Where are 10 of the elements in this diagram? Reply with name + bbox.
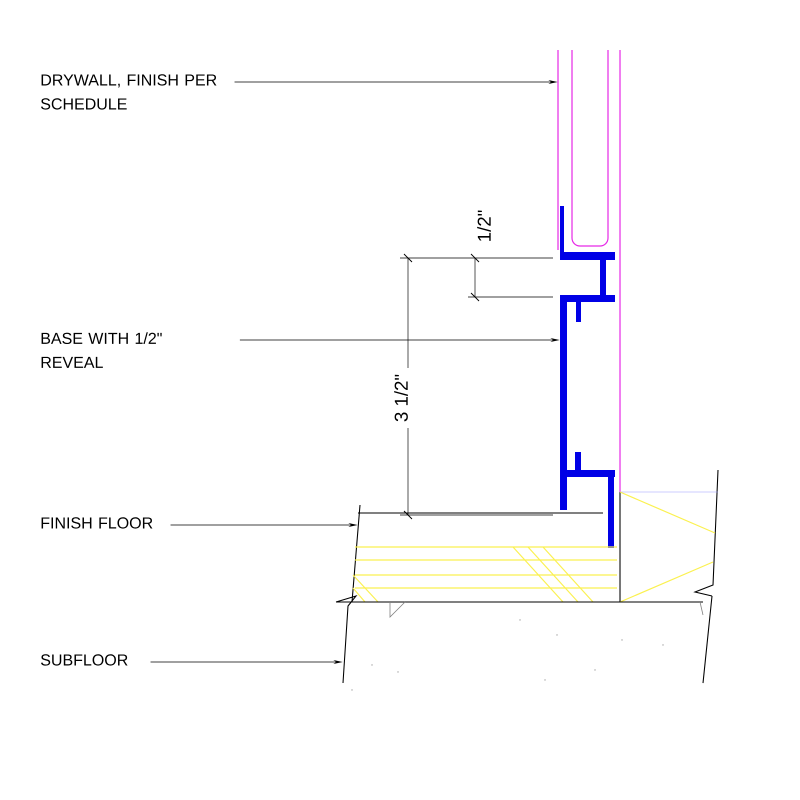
finish-floor-drawing — [351, 470, 719, 603]
dimension-text: 3 1/2" — [392, 372, 410, 424]
dimension-text: 1/2" — [477, 210, 491, 241]
callout-text: FINISH FLOOR — [42, 517, 152, 529]
drywall-drawing — [557, 50, 621, 492]
callout-text: SUBFLOOR — [41, 654, 128, 666]
callout-text: DRYWALL, FINISH PER SCHEDULE — [41, 74, 216, 110]
callout-text: BASE WITH 1/2" REVEAL — [42, 332, 162, 368]
base-trim-drawing — [560, 206, 615, 548]
subfloor-drawing — [336, 595, 713, 691]
